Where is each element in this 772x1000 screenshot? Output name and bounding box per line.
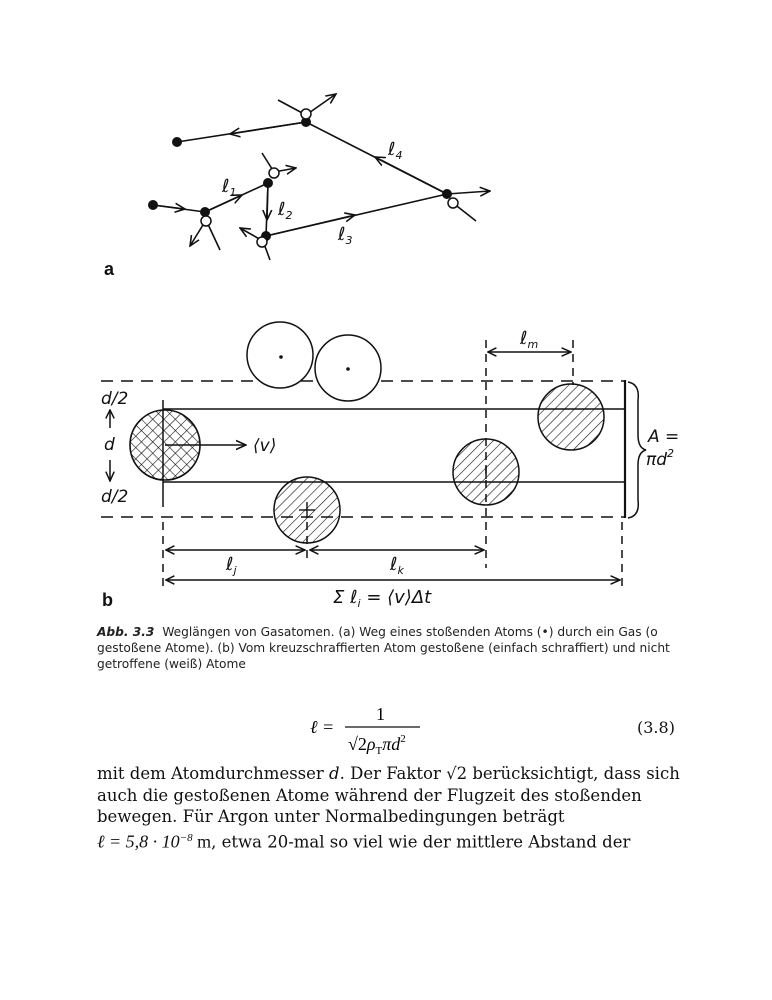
struck-atom-m — [537, 383, 605, 451]
area-brace — [627, 381, 647, 519]
body-line-4: ℓ = 5,8 · 10−8 m, etwa 20-mal so viel wi… — [97, 831, 631, 851]
struck-atom-5 — [300, 108, 312, 120]
body-line-3: bewegen. Für Argon unter Normalbedingung… — [97, 807, 565, 826]
struck-atom-2 — [268, 167, 280, 179]
equation-denominator: √2ρTπd2 — [348, 733, 406, 757]
label-l4: ℓ4 — [387, 139, 402, 162]
label-d-half-top: d/2 — [101, 389, 128, 409]
striking-atom-collision-2 — [263, 178, 273, 188]
label-d-half-bottom: d/2 — [101, 487, 128, 507]
non-struck-atom-1 — [246, 321, 314, 389]
struck-atom-4 — [447, 197, 459, 209]
striking-atom-collision-5 — [301, 117, 311, 127]
struck-atom-1 — [200, 215, 212, 227]
panel-letter-a: a — [104, 259, 115, 279]
label-l1: ℓ1 — [221, 176, 236, 199]
body-line-1: mit dem Atomdurchmesser d. Der Faktor √2… — [97, 764, 680, 783]
label-area-formula: πd2 — [646, 447, 674, 470]
label-sum: Σ ℓi = ⟨v⟩Δt — [333, 587, 432, 610]
figure-panel-a: ℓ1 ℓ2 ℓ3 ℓ4 — [148, 60, 772, 261]
equation-3-8: ℓ = 1 √2ρTπd2 — [310, 704, 420, 757]
striking-atom-collision-1 — [200, 207, 210, 217]
equation-lhs: ℓ = — [310, 717, 334, 737]
caption-text: Weglängen von Gasatomen. (a) Weg eines s… — [97, 625, 670, 671]
label-l2: ℓ2 — [277, 199, 292, 222]
body-paragraph: mit dem Atomdurchmesser d. Der Faktor √2… — [97, 763, 697, 853]
label-lm: ℓm — [519, 328, 538, 351]
equation-numerator: 1 — [376, 704, 385, 724]
striking-atom-start — [148, 200, 158, 210]
equation-number: (3.8) — [637, 718, 675, 737]
figure-panel-b: d/2 d d/2 ⟨v⟩ A = πd2 ℓm ℓj ℓk Σ ℓi = ⟨v… — [101, 321, 679, 610]
panel-letter-b: b — [102, 590, 113, 610]
label-area: A = — [647, 427, 679, 447]
struck-atom-3 — [256, 236, 268, 248]
label-velocity: ⟨v⟩ — [253, 436, 276, 456]
label-lk: ℓk — [389, 554, 404, 577]
label-l3: ℓ3 — [337, 224, 352, 247]
label-d: d — [104, 435, 115, 455]
striking-atom-end — [172, 137, 182, 147]
body-line-2: auch die gestoßenen Atome während der Fl… — [97, 785, 642, 805]
caption-label: Abb. 3.3 — [97, 625, 155, 639]
striking-atom-collision-4 — [442, 189, 452, 199]
label-lj: ℓj — [225, 554, 237, 577]
